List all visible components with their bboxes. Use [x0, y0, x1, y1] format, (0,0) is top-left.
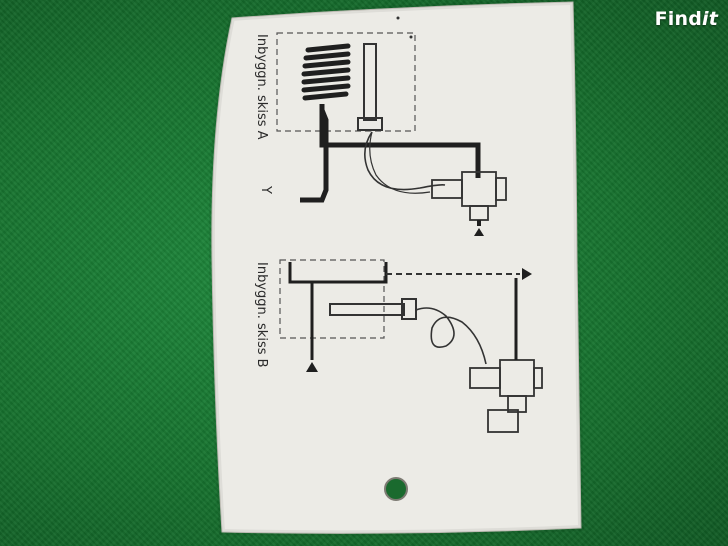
diagram-b-label: Inbyggn. skiss B — [254, 262, 269, 368]
punched-hole — [384, 477, 408, 501]
heating-coil-icon — [301, 43, 351, 101]
sensor-rod-b — [329, 303, 405, 316]
flow-arrow-b-top — [522, 268, 532, 280]
pipe-b-left — [298, 280, 314, 360]
flow-arrow-b-bottom — [306, 362, 318, 372]
flow-arrow-a — [474, 228, 484, 236]
diagram-a-label: Inbyggn. skiss A — [254, 34, 269, 140]
pipe-a — [319, 104, 481, 178]
findit-watermark-logo: Findit — [654, 8, 718, 30]
capillary-tube-b — [415, 307, 487, 365]
tank-outline-dashed — [276, 32, 416, 132]
tank-frame-b — [288, 262, 388, 284]
valve-icon-a — [431, 171, 507, 221]
tank-outline-dashed-b — [279, 259, 385, 339]
paper-card — [211, 1, 582, 534]
diagram-b: Inbyggn. skiss B — [254, 259, 543, 433]
diagram-a: Inbyggn. skiss A Y — [254, 32, 507, 236]
diagram-a-junction-mark: Y — [258, 185, 273, 194]
capillary-tube-a — [364, 131, 446, 191]
sensor-rod — [363, 43, 377, 121]
